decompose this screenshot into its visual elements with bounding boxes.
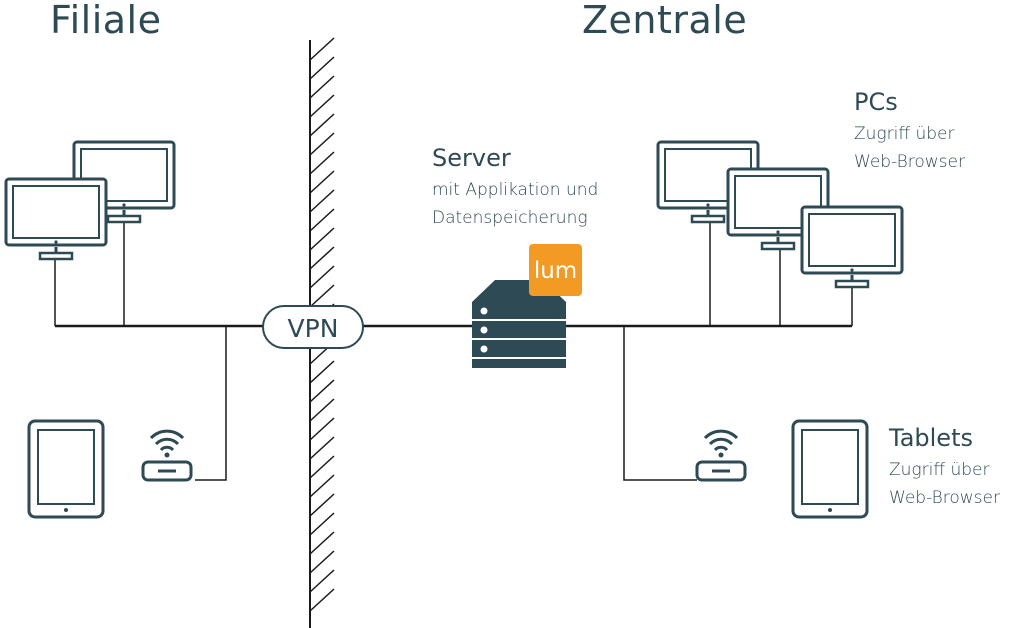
hatch-stroke [309,512,335,536]
monitor-icon [800,205,904,289]
hatch-stroke [309,265,335,289]
hatch-stroke [309,455,335,479]
hatch-stroke [309,588,335,612]
hatch-stroke [309,151,335,175]
pcs-line2: Web-Browser [854,152,965,172]
pcs-title: PCs [854,88,898,116]
hatch-stroke [309,398,335,422]
vpn-wall [309,37,335,628]
tablets-title: Tablets [889,424,973,452]
tablet-icon [791,419,869,519]
hatch-stroke [309,113,335,137]
wifi-router-icon [695,429,747,482]
title-zentrale: Zentrale [582,0,748,42]
pcs-line1: Zugriff über [854,124,955,144]
hatch-stroke [309,493,335,517]
hatch-stroke [309,417,335,441]
hatch-stroke [309,284,335,308]
hatch-stroke [309,379,335,403]
tablets-description: Zugriff über Web-Browser [889,456,1000,512]
vpn-pill [262,305,364,349]
pcs-description: Zugriff über Web-Browser [854,120,965,176]
hatch-stroke [309,569,335,593]
network-wires [54,220,853,481]
hatch-stroke [309,474,335,498]
hatch-stroke [309,531,335,555]
hatch-stroke [309,94,335,118]
tablet-icon [27,419,105,519]
lum-logo-text: lum [534,258,577,284]
hatch-stroke [309,75,335,99]
tablets-line1: Zugriff über [889,460,990,480]
server-description: mit Applikation und Datenspeicherung [432,176,598,232]
monitor-icon [4,177,108,261]
server-line1: mit Applikation und [432,180,599,200]
hatch-stroke [309,436,335,460]
hatch-stroke [309,132,335,156]
hatch-stroke [309,208,335,232]
wifi-router-icon [141,429,193,482]
hatch-stroke [309,189,335,213]
tablets-line2: Web-Browser [889,488,1000,508]
title-filiale: Filiale [50,0,162,42]
hatch-stroke [309,360,335,384]
lum-logo: lum [529,244,582,296]
hatch-stroke [309,37,335,61]
server-line2: Datenspeicherung [432,208,588,228]
hatch-stroke [309,56,335,80]
server-title: Server [432,144,511,172]
vpn-label: VPN [288,314,339,343]
hatch-stroke [309,550,335,574]
hatch-stroke [309,170,335,194]
hatch-stroke [309,246,335,270]
hatch-stroke [309,227,335,251]
